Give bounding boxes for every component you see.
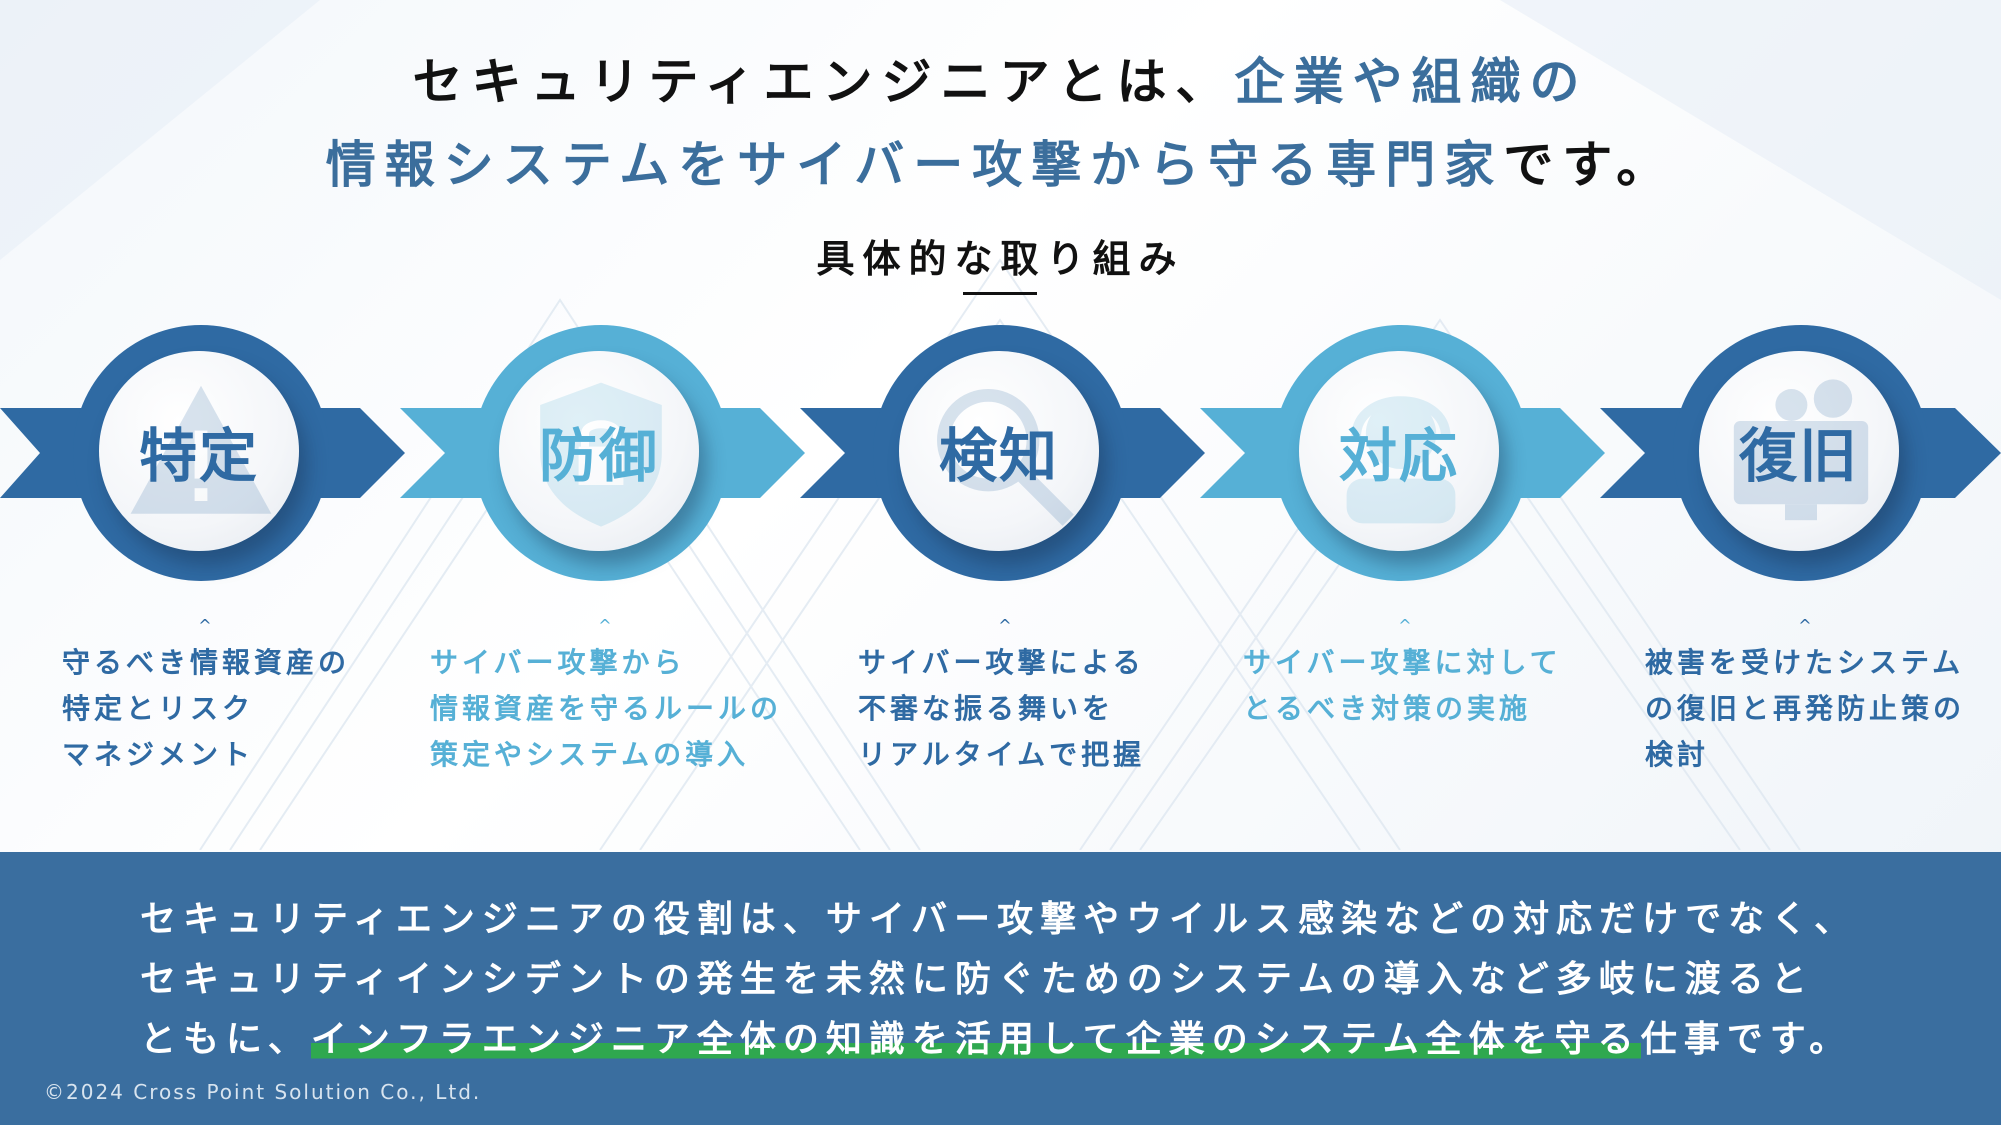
step-disc — [1299, 351, 1499, 551]
step-disc — [99, 351, 299, 551]
warning-icon — [130, 385, 272, 514]
summary-line-1: セキュリティエンジニアの役割は、サイバー攻撃やウイルス感染などの対応だけでなく、 — [140, 899, 1858, 940]
operator-icon — [1346, 396, 1456, 524]
step-respond: 対応 — [1273, 325, 1529, 581]
magnifier-icon — [937, 389, 1074, 526]
summary-line-2: セキュリティインシデントの発生を未然に防ぐためのシステムの導入など多岐に渡ると — [140, 959, 1814, 1000]
step-protect: 防御 — [473, 325, 729, 581]
step-disc — [1699, 351, 1899, 551]
copyright: ©2024 Cross Point Solution Co., Ltd. — [44, 1080, 482, 1104]
step-description: サイバー攻撃から 情報資産を守るルールの 策定やシステムの導入 — [430, 646, 783, 771]
subtitle-underline — [963, 292, 1037, 295]
caret-icon: ^ — [598, 616, 612, 635]
step-label: 検知 — [938, 422, 1059, 490]
caret-icon: ^ — [1398, 616, 1412, 635]
shield-icon — [540, 382, 662, 527]
step-description: サイバー攻撃に対して とるべき対策の実施 — [1243, 646, 1562, 725]
background-pattern — [0, 0, 2001, 850]
summary-highlight: インフラエンジニア全体の知識を活用して企業のシステム全体を守る — [310, 1019, 1641, 1060]
caret-icon: ^ — [1798, 616, 1812, 635]
headline-line-1: セキュリティエンジニアとは、企業や組織の — [0, 42, 2001, 114]
step-recover: 復旧 — [1673, 325, 1929, 581]
step-label: 防御 — [538, 422, 659, 490]
headline-line-2-blue: 情報システムをサイバー攻撃から守る専門家 — [325, 136, 1504, 194]
step-label: 特定 — [138, 422, 259, 490]
headline-line-2-dark: です。 — [1503, 136, 1676, 194]
step-description: サイバー攻撃による 不審な振る舞いを リアルタイムで把握 — [858, 646, 1146, 771]
step-disc — [899, 351, 1099, 551]
step-detect: 検知 — [873, 325, 1129, 581]
step-description: 守るべき情報資産の 特定とリスク マネジメント — [62, 646, 351, 771]
caret-icon: ^ — [198, 616, 212, 635]
summary-line-3-pre: ともに、 — [140, 1019, 311, 1060]
summary-panel: セキュリティエンジニアの役割は、サイバー攻撃やウイルス感染などの対応だけでなく、… — [0, 852, 2001, 1125]
headline-line-1-dark: セキュリティエンジニアとは、 — [412, 53, 1235, 111]
headline-line-1-blue: 企業や組織の — [1234, 53, 1589, 111]
section-subtitle: 具体的な取り組み — [816, 237, 1185, 281]
caret-icon: ^ — [998, 616, 1012, 635]
headline-line-2: 情報システムをサイバー攻撃から守る専門家です。 — [0, 125, 2001, 197]
step-label: 復旧 — [1738, 422, 1859, 490]
step-identify: 特定 — [73, 325, 329, 581]
step-description: 被害を受けたシステム の復旧と再発防止策の 検討 — [1645, 646, 1966, 771]
summary-line-3-post: 仕事です。 — [1640, 1019, 1853, 1060]
summary-line-3: ともに、インフラエンジニア全体の知識を活用して企業のシステム全体を守る仕事です。 — [140, 1010, 1980, 1070]
gear-monitor-icon — [1733, 379, 1869, 521]
summary-text: セキュリティエンジニアの役割は、サイバー攻撃やウイルス感染などの対応だけでなく、… — [140, 890, 1980, 1070]
step-disc — [499, 351, 699, 551]
step-label: 対応 — [1338, 422, 1459, 490]
